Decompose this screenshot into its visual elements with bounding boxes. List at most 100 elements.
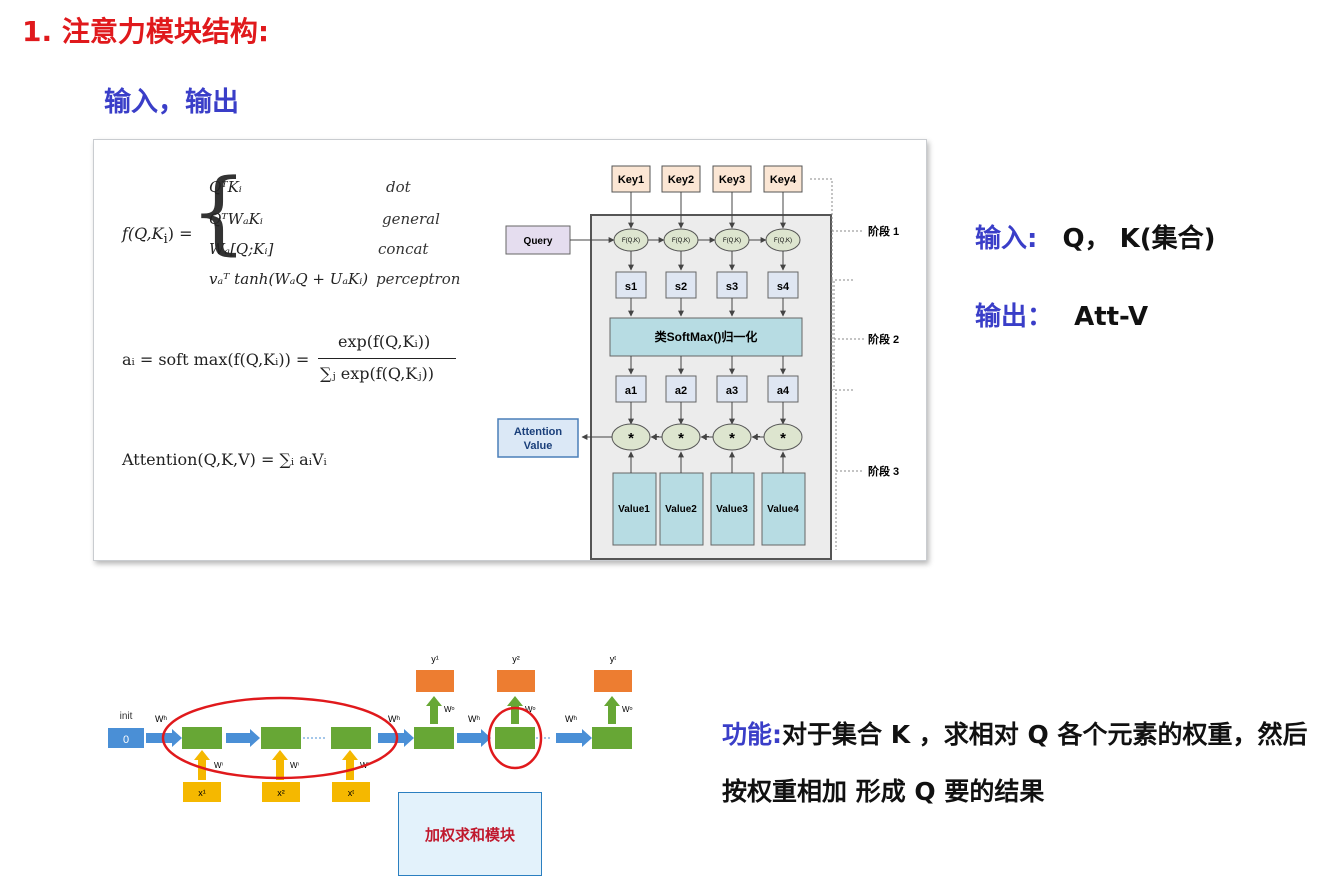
wh-label-4: Wʰ [565,714,577,724]
key-box-4 [763,165,803,193]
init-value: 0 [123,734,129,746]
weight-box-3 [716,375,748,403]
softmax-box [609,317,803,357]
input-label: 输入: [975,224,1038,254]
stage-label-1: 阶段 1 [868,224,899,238]
mult-label-4: * [780,430,786,447]
weight-box-4 [767,375,799,403]
wi-label-2: Wⁱ [290,761,299,770]
wo-label-2: Wᵒ [525,705,536,714]
wh-label-1: Wʰ [155,714,167,724]
stage-label-2: 阶段 2 [868,332,899,346]
hidden-states [182,727,632,749]
case-perceptron-expr: vₐᵀ tanh(WₐQ + UₐKᵢ) [209,270,369,288]
input-x1: x¹ [198,788,206,798]
key-box-3 [712,165,752,193]
value-label-2: Value2 [665,504,697,515]
case-dot-expr: QᵀKᵢ [209,178,242,196]
decoder-highlight-ellipse [487,706,543,770]
weight-box-1 [615,375,647,403]
attention-value-label-2: Value [524,440,553,452]
weight-label-1: a1 [625,385,637,397]
wo-label-3: Wᵒ [622,705,633,714]
case-general-expr: QᵀWₐKᵢ [209,210,263,228]
output-yt: yᵗ [610,654,617,664]
key-box-1 [611,165,651,193]
query-label: Query [524,236,553,247]
key-label-4: Key4 [770,174,797,186]
input-value: Q， K(集合) [1062,224,1216,254]
input-line: 输入: Q， K(集合) [975,218,1216,255]
value-label-3: Value3 [716,504,748,515]
mult-label-1: * [628,430,634,447]
stage-label-3: 阶段 3 [868,464,899,478]
attention-formula: Attention(Q,K,V) = ∑ᵢ aᵢVᵢ [122,450,327,469]
function-description: 功能:对于集合 K ，求相对 Q 各个元素的权重，然后按权重相加 形成 Q 要的… [722,706,1312,820]
f-node-row: F(Q,K) F(Q,K) F(Q,K) F(Q,K) [613,228,801,252]
output-line: 输出： Att-V [975,296,1148,333]
score-label-4: s4 [777,281,790,293]
input-boxes [183,782,370,802]
weight-label-2: a2 [675,385,687,397]
key-box-2 [661,165,701,193]
attention-architecture-diagram: Key1 Key2 Key3 Key4 Query F(Q,K) F(Q,K) … [497,165,899,560]
wi-label-1: Wⁱ [214,761,223,770]
softmax-lhs: aᵢ = soft max(f(Q,Kᵢ)) = [122,350,310,369]
fraction-bar [318,358,456,359]
key-label-3: Key3 [719,174,745,186]
score-label-1: s1 [625,281,637,293]
score-box-1 [615,271,647,299]
init-box [108,728,144,748]
score-box-2 [665,271,697,299]
stage-brackets [810,178,864,550]
case-dot-label: dot [386,178,411,196]
input-xt: xᵗ [348,788,355,798]
key-label-2: Key2 [668,174,694,186]
case-general-label: general [382,210,440,228]
weight-label-3: a3 [726,385,738,397]
function-label: 功能: [722,720,782,749]
value-box-3 [710,472,755,546]
softmax-denominator: ∑ⱼ exp(f(Q,Kⱼ)) [320,364,434,383]
encoder-highlight-ellipse [161,696,399,780]
score-label-2: s2 [675,281,687,293]
input-x2: x² [277,788,285,798]
score-label-3: s3 [726,281,738,293]
score-function-lhs: f(Q,Ki) = [122,224,193,248]
output-arrows [426,696,620,724]
attention-value-label-1: Attention [514,426,563,438]
f-label-3: F(Q,K) [723,238,741,244]
value-label-4: Value4 [767,504,799,515]
case-concat-expr: Wₐ[Q;Kᵢ] [209,240,274,258]
output-y2: y² [512,654,520,664]
wo-label-1: Wᵒ [444,705,455,714]
output-label: 输出： [975,302,1054,332]
output-boxes [416,670,632,692]
recurrent-arrows [146,729,592,747]
score-row: s1 s2 s3 s4 [615,271,799,299]
softmax-label: 类SoftMax()归一化 [655,329,758,344]
output-value: Att-V [1074,302,1149,332]
slide-subtitle: 输入，输出 [104,87,239,118]
case-perceptron-label: perceptron [376,270,461,288]
init-label: init [120,711,133,722]
f-label-1: F(Q,K) [622,238,640,244]
score-box-3 [716,271,748,299]
wh-label-3: Wʰ [468,714,480,724]
slide-title: 1. 注意力模块结构: [22,15,270,48]
key-row: Key1 Key2 Key3 Key4 [611,165,803,193]
value-label-1: Value1 [618,504,650,515]
weight-label-4: a4 [777,385,790,397]
mult-row: * * * * + + + [611,423,803,451]
output-y1: y¹ [431,654,439,664]
key-label-1: Key1 [618,174,644,186]
f-label-2: F(Q,K) [672,238,690,244]
input-arrows [194,750,358,780]
attention-value-box [497,418,579,458]
weighted-sum-module: 加权求和模块 [398,792,542,876]
case-concat-label: concat [378,240,429,258]
value-box-1 [612,472,657,546]
mult-label-2: * [678,430,684,447]
f-label-4: F(Q,K) [774,238,792,244]
rnn-diagram: init 0 Wʰ Wʰ Wʰ Wʰ Wⁱ Wⁱ Wⁱ x¹ x² xᵗ [108,654,633,802]
